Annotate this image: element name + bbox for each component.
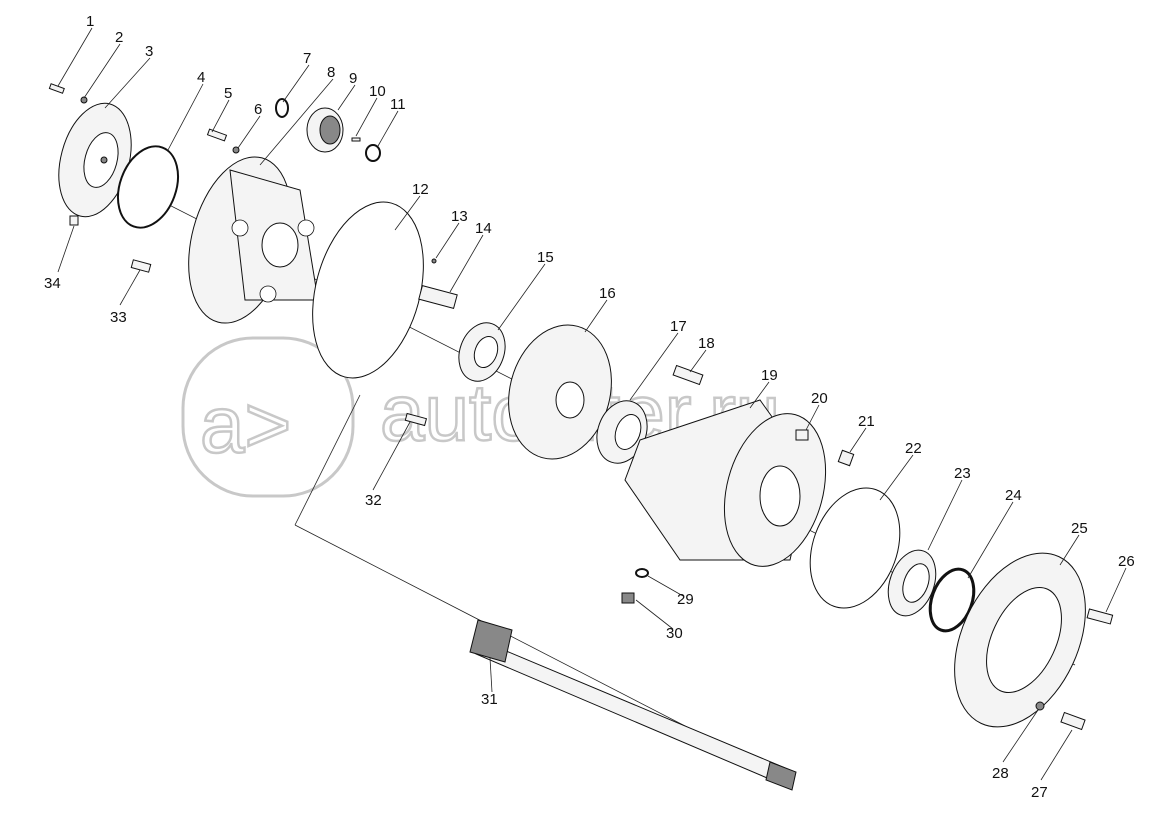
- label-9: 9: [349, 70, 357, 87]
- label-4: 4: [197, 69, 205, 86]
- part-9-gear: [306, 107, 344, 153]
- part-24-seal: [928, 567, 976, 633]
- part-23-bearing: [887, 549, 937, 617]
- part-5-bolt: [206, 128, 228, 142]
- label-8: 8: [327, 64, 335, 81]
- watermark-logo: a>: [200, 380, 291, 469]
- part-25-brake-disc: [954, 552, 1086, 728]
- part-31-axle-shaft: [469, 619, 797, 791]
- part-14-shaft-pin: [418, 284, 458, 310]
- part-32-bolt: [404, 412, 428, 427]
- part-10-pin: [351, 137, 361, 142]
- label-3: 3: [145, 43, 153, 60]
- label-20: 20: [811, 390, 828, 407]
- part-15-thrust-washer: [458, 322, 506, 382]
- part-27-bolt: [1060, 711, 1086, 731]
- label-10: 10: [369, 83, 386, 100]
- label-22: 22: [905, 440, 922, 457]
- label-27: 27: [1031, 784, 1048, 801]
- part-18-bolt: [672, 364, 704, 386]
- part-34-plug: [69, 215, 79, 226]
- part-4-o-ring: [117, 145, 179, 229]
- part-planet-carrier: [188, 156, 319, 324]
- leader-lines: [57, 27, 1127, 781]
- label-26: 26: [1118, 553, 1135, 570]
- label-29: 29: [677, 591, 694, 608]
- label-17: 17: [670, 318, 687, 335]
- label-21: 21: [858, 413, 875, 430]
- part-22-gasket: [809, 487, 901, 609]
- part-2-washer: [80, 96, 88, 104]
- part-26-stud: [1086, 608, 1114, 625]
- part-33-pin: [130, 259, 152, 273]
- part-20-plug: [795, 429, 809, 441]
- part-11-ring: [365, 144, 381, 162]
- label-32: 32: [365, 492, 382, 509]
- label-31: 31: [481, 691, 498, 708]
- label-6: 6: [254, 101, 262, 118]
- part-7-ring: [275, 98, 289, 118]
- label-1: 1: [86, 13, 94, 30]
- label-12: 12: [412, 181, 429, 198]
- label-16: 16: [599, 285, 616, 302]
- label-2: 2: [115, 29, 123, 46]
- label-13: 13: [451, 208, 468, 225]
- label-28: 28: [992, 765, 1009, 782]
- part-30-plug: [621, 592, 635, 604]
- label-34: 34: [44, 275, 61, 292]
- label-25: 25: [1071, 520, 1088, 537]
- part-29-seal-ring: [635, 568, 649, 578]
- label-23: 23: [954, 465, 971, 482]
- label-5: 5: [224, 85, 232, 102]
- label-7: 7: [303, 50, 311, 67]
- part-3-cover: [58, 102, 132, 218]
- part-13-pin: [431, 258, 437, 264]
- part-19-hub-housing: [624, 399, 827, 567]
- part-17-bearing: [596, 400, 648, 464]
- part-12-gasket: [312, 201, 424, 379]
- label-33: 33: [110, 309, 127, 326]
- watermark-logo-frame: [181, 336, 355, 498]
- label-19: 19: [761, 367, 778, 384]
- part-16-ring-gear-housing: [508, 324, 612, 460]
- label-24: 24: [1005, 487, 1022, 504]
- callout-labels: 1 2 3 4 5 6 7 8 9 10 11 12 13 14 15 16 1…: [44, 13, 1135, 801]
- part-21-nut: [837, 449, 855, 467]
- label-14: 14: [475, 220, 492, 237]
- part-28-washer: [1035, 701, 1045, 711]
- label-30: 30: [666, 625, 683, 642]
- label-11: 11: [390, 96, 406, 113]
- label-18: 18: [698, 335, 715, 352]
- part-6-washer: [232, 146, 240, 154]
- part-1-screw: [48, 83, 65, 94]
- label-15: 15: [537, 249, 554, 266]
